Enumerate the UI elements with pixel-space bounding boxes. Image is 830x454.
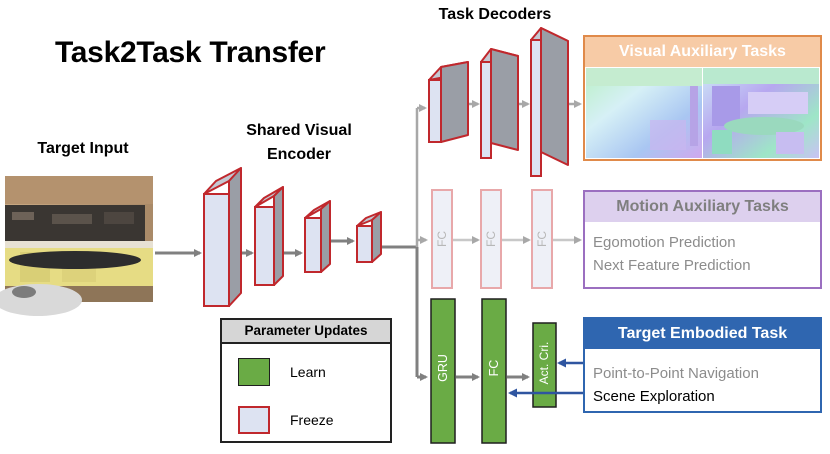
legend-learn-label: Learn	[290, 364, 326, 380]
target-input-image	[0, 176, 153, 316]
target-embodied-task-title: Target Embodied Task	[585, 319, 820, 349]
encoder-layer-2	[254, 186, 284, 286]
visual-aux-tasks-title: Visual Auxiliary Tasks	[585, 37, 820, 67]
freeze-swatch	[238, 406, 270, 434]
legend-freeze-label: Freeze	[290, 412, 334, 428]
target-task-exploration: Scene Exploration	[593, 388, 715, 405]
visual-task-segmentation-image	[703, 68, 819, 158]
motion-fc-2	[480, 189, 502, 289]
visual-aux-tasks-box: Visual Auxiliary Tasks	[583, 35, 822, 161]
visual-task-normals-image	[586, 68, 702, 158]
motion-aux-tasks-title: Motion Auxiliary Tasks	[585, 192, 820, 222]
encoder-layer-3	[304, 200, 331, 273]
visual-decoder-2	[480, 48, 519, 159]
diagram-title: Task2Task Transfer	[55, 36, 326, 69]
motion-aux-tasks-box: Motion Auxiliary Tasks Egomotion Predict…	[583, 190, 822, 289]
encoder-layer-4	[356, 211, 382, 263]
motion-task-egomotion: Egomotion Prediction	[593, 234, 736, 251]
motion-fc-3-label: FC	[535, 231, 549, 247]
actor-critic-label: Act. Cri.	[537, 341, 551, 385]
shared-encoder-label-line2: Encoder	[266, 146, 331, 163]
motion-fc-1	[431, 189, 453, 289]
actor-critic-layer	[532, 322, 557, 408]
learn-swatch	[238, 358, 270, 386]
policy-fc-label: FC	[487, 359, 501, 377]
target-embodied-task-box: Target Embodied Task Point-to-Point Navi…	[583, 317, 822, 413]
shared-encoder-label-line1: Shared Visual	[246, 122, 352, 139]
motion-fc-3	[531, 189, 553, 289]
motion-task-next-feature: Next Feature Prediction	[593, 257, 751, 274]
gru-label: GRU	[436, 354, 450, 382]
visual-decoder-1	[428, 61, 469, 143]
target-input-label: Target Input	[37, 140, 129, 157]
encoder-layer-1	[203, 167, 242, 307]
motion-fc-1-label: FC	[435, 231, 449, 247]
policy-fc-layer	[481, 298, 507, 444]
motion-fc-2-label: FC	[484, 231, 498, 247]
parameter-updates-legend: Parameter Updates Learn Freeze	[220, 318, 392, 443]
target-task-point-nav: Point-to-Point Navigation	[593, 365, 759, 382]
legend-title: Parameter Updates	[222, 320, 390, 344]
task-decoders-label: Task Decoders	[438, 6, 552, 23]
visual-decoder-3	[530, 27, 569, 177]
gru-layer	[430, 298, 456, 444]
